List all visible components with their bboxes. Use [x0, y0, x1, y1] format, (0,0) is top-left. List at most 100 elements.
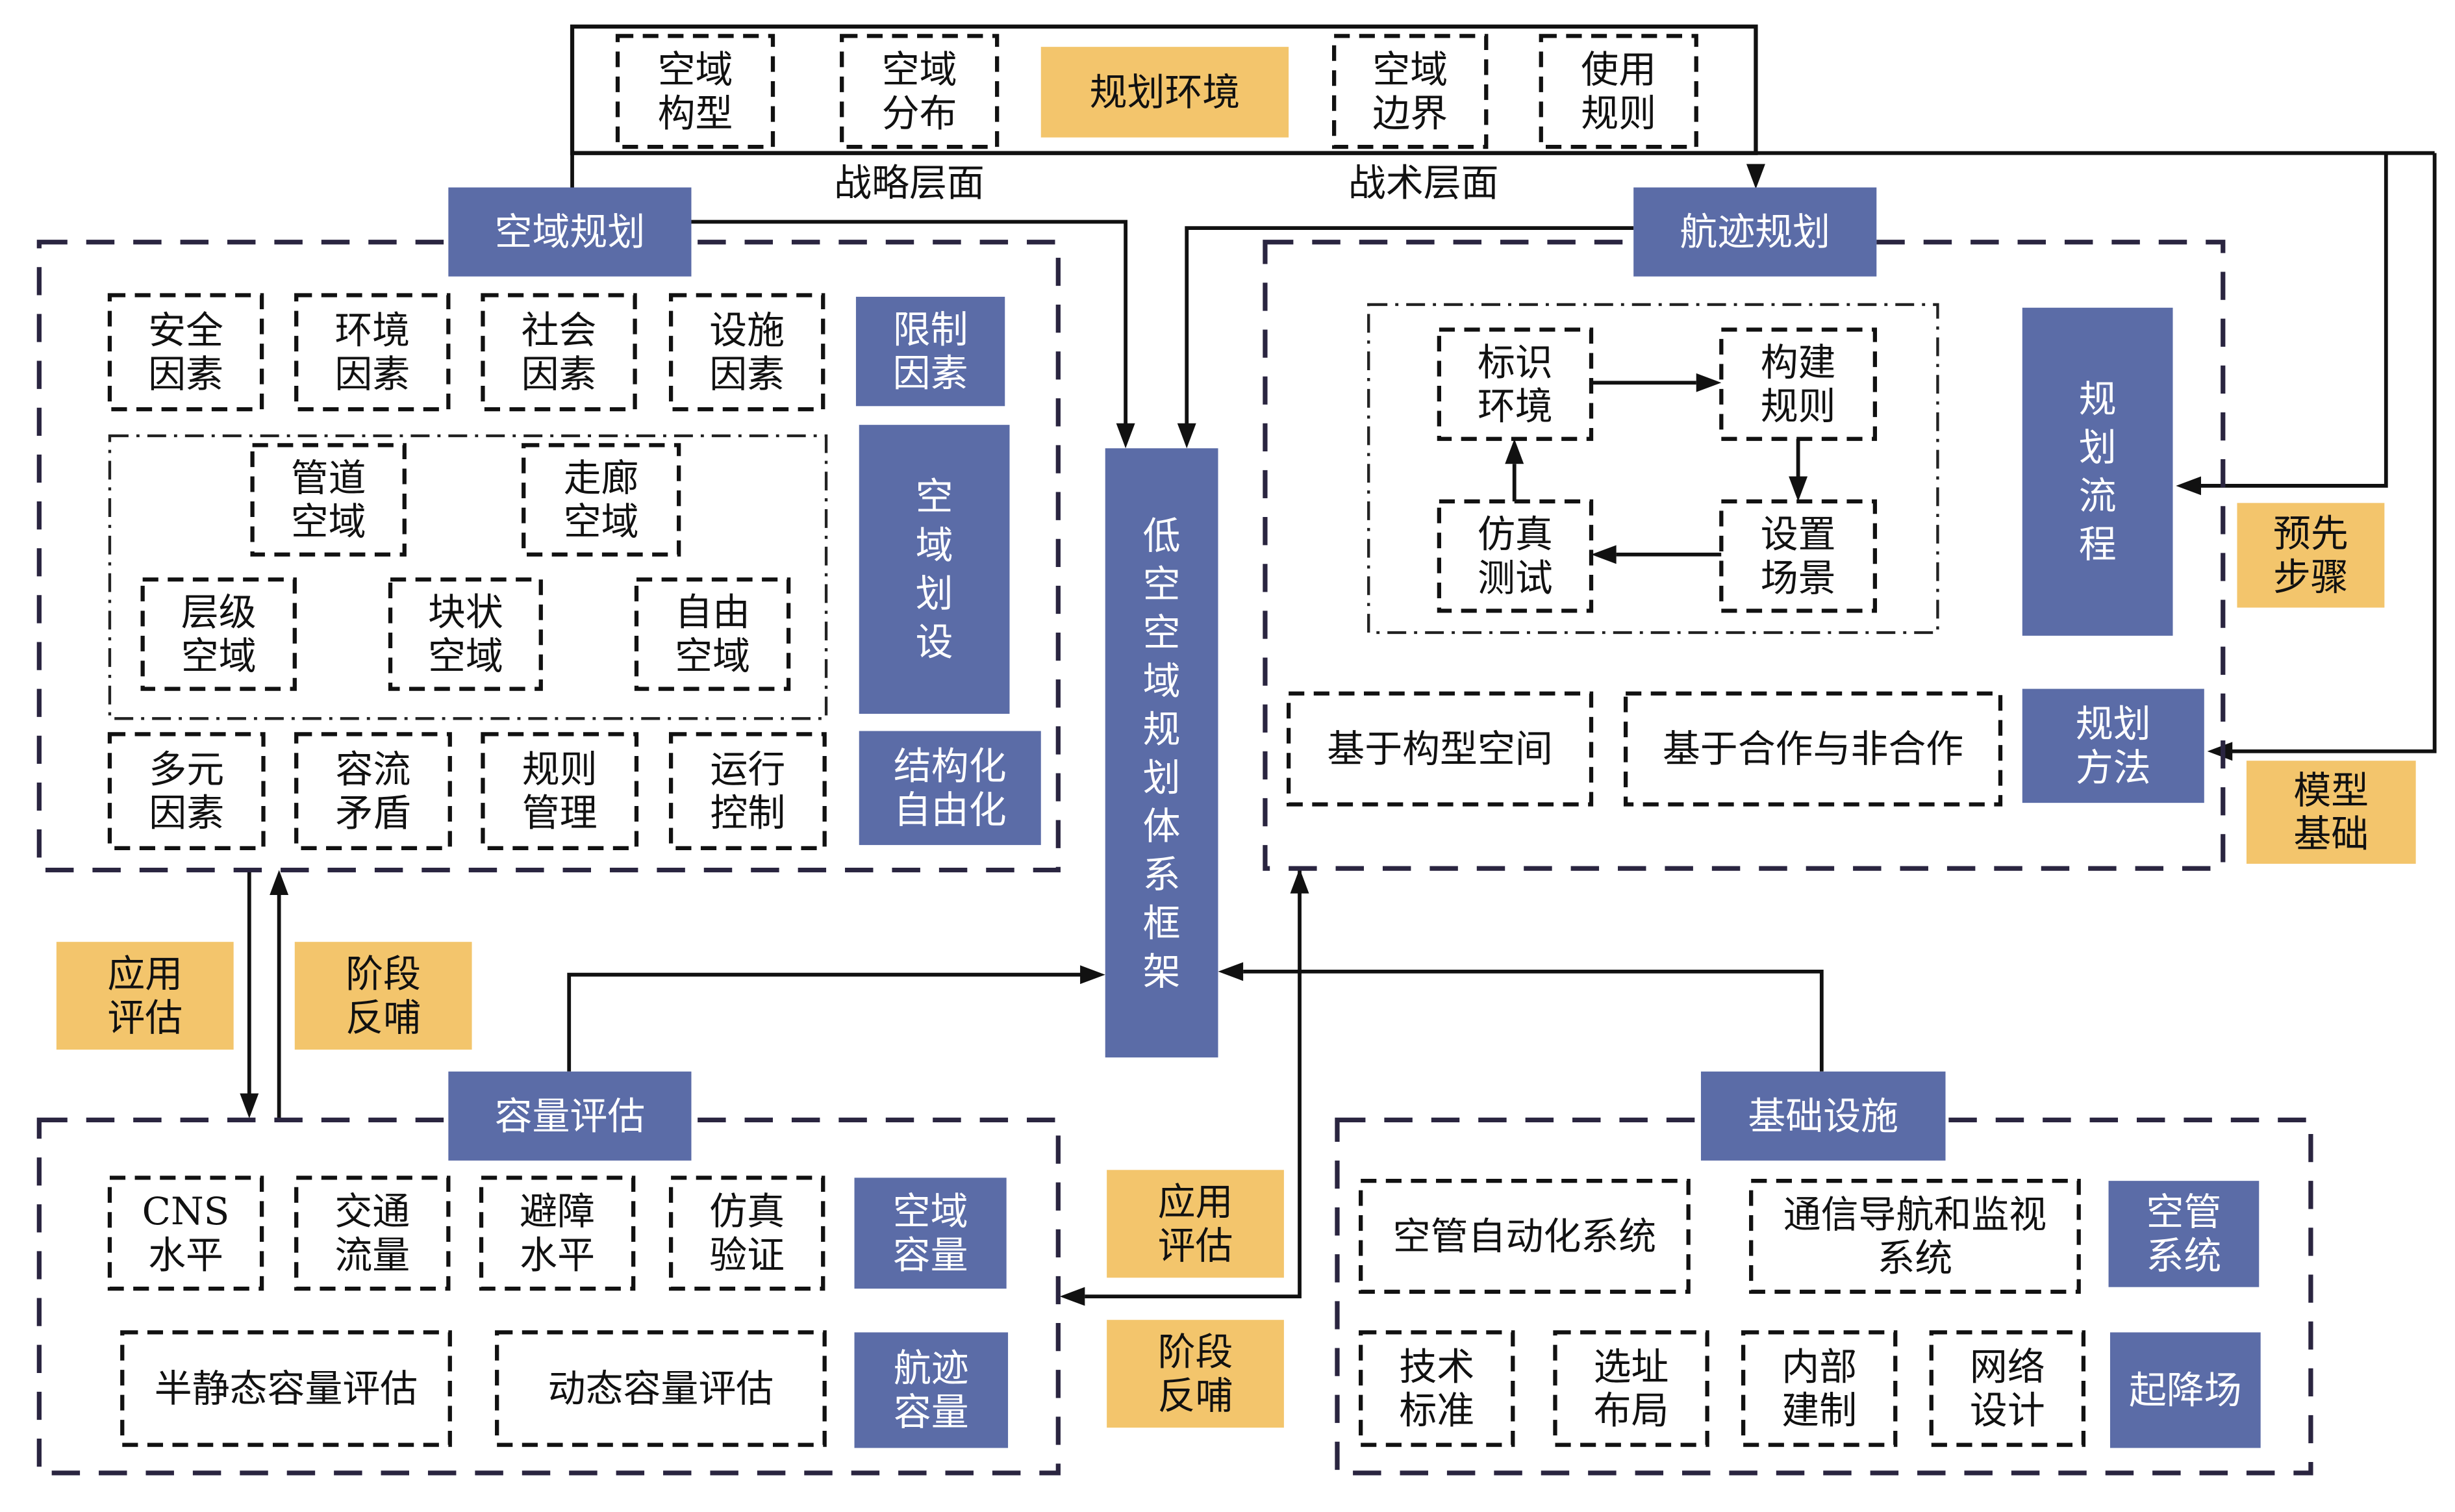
capacity-to-framework-line [567, 972, 1082, 1072]
vertiport-tag: 起降场 [2109, 1332, 2261, 1448]
label-line: 划 [916, 572, 953, 616]
vertiport-network-design-rect [1929, 1330, 2086, 1447]
label-line: 构型 [658, 91, 733, 135]
label-line: 避障 [520, 1189, 595, 1233]
framework-title-char: 框 [1143, 901, 1181, 945]
label-line: 块状 [428, 590, 503, 635]
label-line: 测试 [1478, 556, 1553, 600]
cycle-identify-environment-rect [1437, 327, 1594, 441]
label-line: 规 [2079, 377, 2117, 422]
arrow-infra-to-framework-icon [1218, 962, 1244, 981]
atc-system-tag-rect [2108, 1181, 2260, 1287]
issue-multi-factor-rect [107, 732, 266, 851]
label-line: 设置 [1761, 512, 1836, 557]
airspace-planning-panel [36, 240, 1061, 873]
label-line: 构建 [1761, 340, 1836, 384]
label-line: 水平 [148, 1233, 223, 1277]
label-line: 方法 [2076, 746, 2151, 790]
cycle-simulation-test-rect [1437, 499, 1594, 613]
strategic-level-label: 战略层面 [834, 160, 985, 205]
method-cooperative-rect [1623, 691, 2003, 807]
capacity-factor-cns-level-rect [107, 1176, 264, 1291]
constraint-factors-tag-rect [855, 296, 1005, 407]
label-line: 标识 [1478, 340, 1553, 384]
capacity-evaluation-panel [36, 1117, 1061, 1476]
mode-corridor-airspace-rect [522, 443, 681, 557]
arrow-to-planning-process-icon [2176, 476, 2201, 496]
label-line: 结构化 [894, 744, 1007, 788]
pre-steps-note-rect [2237, 503, 2385, 608]
airspace-planning-header: 空域规划 [448, 187, 692, 277]
label-line: 反哺 [1158, 1374, 1233, 1418]
arrow-stage-feedback-left-icon [270, 870, 289, 896]
label-line: 空域 [893, 1189, 968, 1233]
label-line: 多元 [149, 748, 224, 792]
label-line: 仿真 [709, 1189, 785, 1233]
label-line: 系统 [2146, 1234, 2221, 1278]
label-line: 场景 [1761, 556, 1836, 600]
stage-feedback-note-center-rect [1107, 1320, 1284, 1428]
framework-title-char: 域 [1143, 659, 1181, 703]
cycle-arrow-1-icon [1696, 373, 1722, 392]
framework-title-char: 架 [1143, 950, 1181, 994]
label-line: 容流 [336, 748, 411, 792]
trajectory-planning-header-rect [1633, 187, 1877, 277]
label-line: 管道 [291, 456, 366, 500]
label-line: 基础设施 [1748, 1094, 1898, 1138]
structured-free-tag-rect [859, 731, 1041, 846]
label-line: 阶段 [346, 952, 421, 996]
label-line: 分布 [882, 91, 957, 135]
label-line: 安全 [148, 309, 223, 353]
arrow-to-planning-method-icon [2207, 742, 2233, 761]
label-line: 基础 [2293, 812, 2369, 856]
dynamic-capacity-eval: 动态容量评估 [495, 1330, 827, 1447]
model-basis-note-rect [2246, 761, 2416, 864]
infrastructure-header: 基础设施 [1700, 1071, 1946, 1161]
label-line: 选址 [1594, 1344, 1669, 1389]
arrow-apply-eval-left-icon [240, 1093, 259, 1118]
label-line: 航迹规划 [1680, 210, 1830, 254]
label-line: 规则 [1581, 91, 1656, 135]
framework-title-char: 系 [1143, 853, 1181, 897]
label-line: 规则 [1761, 384, 1836, 428]
label-line: 系统 [1878, 1236, 1953, 1280]
label-line: 矛盾 [336, 791, 411, 835]
infrastructure-header-rect [1700, 1071, 1946, 1161]
label-line: 交通 [334, 1189, 410, 1233]
label-line: 网络 [1970, 1344, 2045, 1389]
framework-title-char: 体 [1143, 804, 1181, 848]
label-line: 容量评估 [495, 1094, 646, 1138]
label-line: 运行 [710, 748, 785, 792]
capacity-evaluation-header: 容量评估 [448, 1071, 692, 1161]
label-line: 自由 [675, 590, 750, 635]
vertiport-internal-organization-rect [1741, 1330, 1898, 1447]
mode-layered-airspace-rect [140, 577, 297, 691]
label-line: 因素 [893, 351, 968, 396]
semi-static-capacity-eval: 半静态容量评估 [120, 1330, 452, 1447]
mode-block-airspace-rect [388, 577, 543, 691]
factor-safety-rect [107, 293, 264, 412]
